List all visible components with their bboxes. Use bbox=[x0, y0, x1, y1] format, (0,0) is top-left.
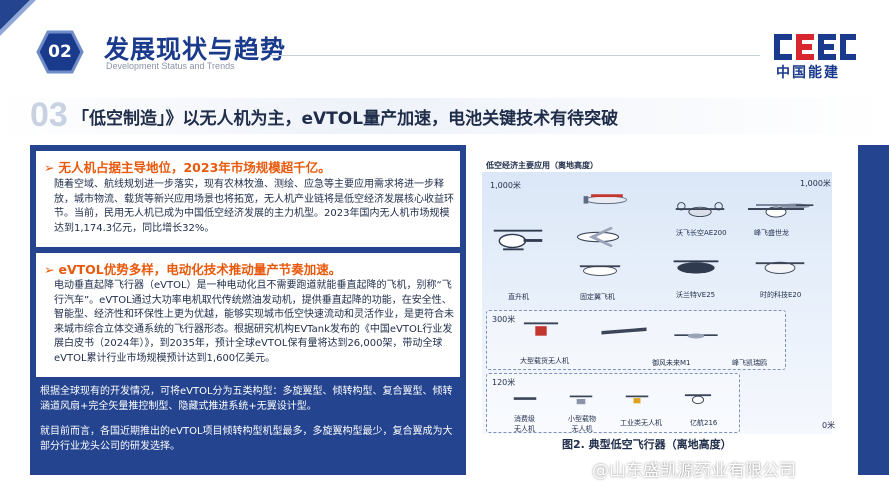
ae200-evtol-icon bbox=[675, 202, 725, 217]
drone-card-heading: ➢无人机占据主导地位，2023年市场规模超千亿。 bbox=[44, 160, 331, 175]
altitude-label-1000-left: 1,000米 bbox=[490, 181, 521, 190]
fixed-wing-plane-icon bbox=[576, 226, 620, 248]
label-fixed-wing: 固定翼飞机 bbox=[580, 293, 615, 301]
light-aircraft-icon bbox=[583, 194, 627, 205]
altitude-label-300: 300米 bbox=[492, 315, 516, 324]
section-heading-band bbox=[0, 98, 889, 134]
label-m1: 御风未来M1 bbox=[652, 359, 691, 367]
right-accent-strip bbox=[858, 145, 889, 475]
kaihong-drone-icon bbox=[674, 333, 718, 339]
industrial-drone-icon bbox=[625, 395, 649, 404]
title-divider bbox=[270, 55, 760, 56]
label-consumer-drone: 消费级 无人机 bbox=[514, 415, 535, 433]
label-kaihong: 峰飞凯瑞鸥 bbox=[732, 359, 767, 367]
label-industrial: 工业类无人机 bbox=[620, 419, 662, 427]
trend-paragraph: 就目前而言，各国近期推出的eVTOL项目倾转构型机型最多，多旋翼构型最少，复合翼… bbox=[40, 426, 453, 452]
m1-drone-icon bbox=[601, 327, 647, 335]
cargo-drone-icon bbox=[523, 322, 559, 336]
evtol-card-heading: ➢eVTOL优势多样，电动化技术推动量产节奏加速。 bbox=[44, 262, 342, 277]
section-number: 03 bbox=[30, 96, 68, 134]
figure-caption: 图2. 典型低空飞行器（离地高度） bbox=[562, 438, 732, 451]
label-shengshilong: 峰飞盛世龙 bbox=[754, 229, 789, 237]
chevron-right-icon: ➢ bbox=[44, 262, 55, 277]
ceec-logo-icon bbox=[774, 34, 856, 60]
drone-card bbox=[36, 151, 460, 247]
corner-decoration bbox=[0, 0, 36, 36]
figure-title: 低空经济主要应用（离地高度） bbox=[486, 161, 598, 170]
section-heading: 「低空制造」》以无人机为主，eVTOL量产加速，电池关键技术有待突破 bbox=[72, 109, 619, 129]
label-helicopter: 直升机 bbox=[508, 293, 529, 301]
compound-wing-evtol-icon bbox=[579, 265, 621, 276]
label-ae200: 沃飞长空AE200 bbox=[676, 229, 727, 237]
label-e20: 时的科技E20 bbox=[760, 291, 802, 299]
watermark-text: @山东盛凯源药业有限公司 bbox=[592, 461, 796, 481]
section-badge-number: 02 bbox=[48, 42, 72, 62]
label-ve25: 沃兰特VE25 bbox=[676, 291, 716, 299]
consumer-drone-icon bbox=[513, 397, 537, 400]
shengshilong-evtol-icon bbox=[748, 204, 804, 218]
page-subtitle: Development Status and Trends bbox=[106, 61, 235, 71]
zone-300m bbox=[486, 310, 786, 370]
altitude-label-ground: 0米 bbox=[822, 421, 836, 430]
chevron-right-icon: ➢ bbox=[44, 160, 55, 175]
label-small-cargo: 小型载物 无人机 bbox=[568, 415, 596, 433]
configuration-paragraph: 根据全球现有的开发情况，可将eVTOL分为五类构型：多旋翼型、倾转构型、复合翼型… bbox=[40, 386, 453, 412]
section-badge-icon bbox=[36, 30, 84, 74]
helicopter-icon bbox=[493, 229, 543, 251]
e20-evtol-icon bbox=[755, 261, 805, 274]
company-logo-text: 中国能建 bbox=[776, 65, 840, 81]
label-ehang: 亿航216 bbox=[690, 419, 718, 427]
evtol-card bbox=[36, 253, 460, 377]
evtol-card-body: 电动垂直起降飞行器（eVTOL）是一种电动化且不需要跑道就能垂直起降的飞机，别称… bbox=[54, 280, 454, 364]
page-title: 发展现状与趋势 bbox=[104, 35, 287, 64]
ve25-evtol-icon bbox=[673, 260, 719, 274]
ehang-216-icon bbox=[684, 394, 712, 405]
altitude-label-1000-right: 1,000米 bbox=[800, 179, 831, 188]
small-cargo-drone-icon bbox=[569, 395, 593, 405]
altitude-label-120: 120米 bbox=[492, 378, 516, 387]
label-cargo-drone: 大型载货无人机 bbox=[520, 357, 569, 365]
drone-card-body: 随着空域、航线规划进一步落实，现有农林牧渔、测绘、应急等主要应用需求将进一步释放… bbox=[54, 179, 454, 234]
